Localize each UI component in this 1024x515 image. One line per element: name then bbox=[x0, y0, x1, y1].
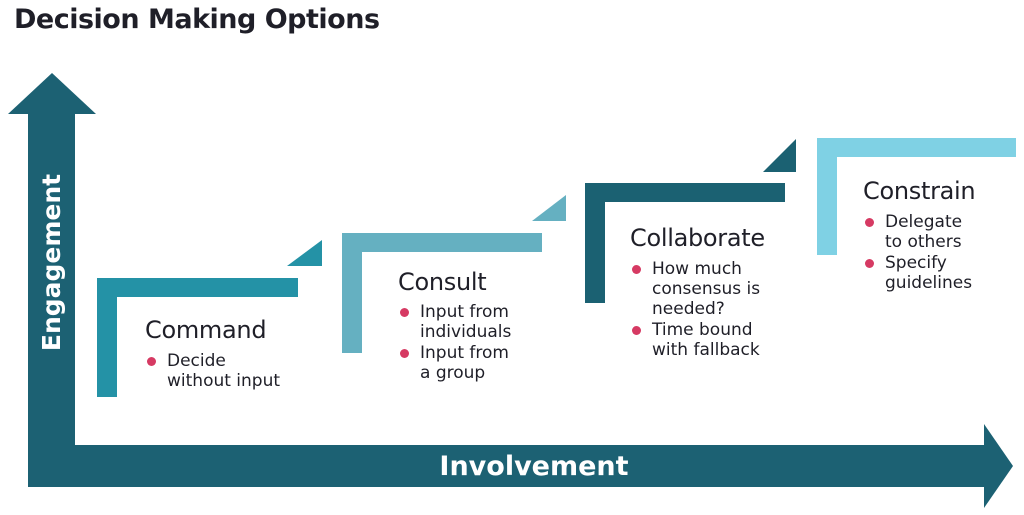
bullet-dot-icon bbox=[865, 218, 874, 227]
step-consult-bullets: Input from individuals Input from a grou… bbox=[398, 302, 522, 384]
bullet-item: Time bound with fallback bbox=[630, 320, 782, 360]
bullet-item: How much consensus is needed? bbox=[630, 259, 782, 319]
bullet-text: Time bound with fallback bbox=[652, 320, 760, 360]
bullet-item: Decide without input bbox=[145, 351, 287, 391]
bullet-text: Decide without input bbox=[167, 351, 281, 391]
step-command-title: Command bbox=[145, 316, 267, 344]
step-command-top-bar bbox=[97, 278, 298, 297]
bullet-item: Specify guidelines bbox=[863, 253, 983, 293]
step-constrain-top-bar bbox=[817, 138, 1016, 157]
x-axis-arrowhead-icon bbox=[984, 424, 1013, 508]
step-collaborate-corner-triangle-icon bbox=[763, 139, 796, 172]
step-collaborate-bullets: How much consensus is needed? Time bound… bbox=[630, 259, 782, 361]
x-axis-label: Involvement bbox=[439, 450, 629, 482]
bullet-item: Input from individuals bbox=[398, 302, 522, 342]
bullet-dot-icon bbox=[632, 326, 641, 335]
y-axis-stem bbox=[28, 112, 75, 487]
bullet-item: Delegate to others bbox=[863, 212, 983, 252]
bullet-dot-icon bbox=[865, 259, 874, 268]
step-consult-top-bar bbox=[342, 233, 542, 252]
bullet-text: Input from individuals bbox=[420, 302, 512, 342]
bullet-text: Specify guidelines bbox=[885, 253, 973, 293]
step-consult-title: Consult bbox=[398, 268, 487, 296]
step-consult-corner-triangle-icon bbox=[532, 195, 566, 221]
x-axis-bar: Involvement bbox=[28, 445, 985, 487]
bullet-dot-icon bbox=[147, 357, 156, 366]
step-command-side-bar bbox=[97, 278, 117, 397]
bullet-text: Delegate to others bbox=[885, 212, 963, 252]
bullet-dot-icon bbox=[632, 265, 641, 274]
bullet-item: Input from a group bbox=[398, 343, 522, 383]
bullet-text: Input from a group bbox=[420, 343, 509, 383]
bullet-text: How much consensus is needed? bbox=[652, 259, 761, 319]
step-collaborate-side-bar bbox=[585, 183, 605, 303]
step-collaborate-top-bar bbox=[585, 183, 785, 202]
step-collaborate-title: Collaborate bbox=[630, 224, 765, 252]
step-constrain-side-bar bbox=[817, 138, 837, 255]
step-command-bullets: Decide without input bbox=[145, 351, 287, 392]
step-constrain-title: Constrain bbox=[863, 177, 976, 205]
bullet-dot-icon bbox=[400, 349, 409, 358]
bullet-dot-icon bbox=[400, 308, 409, 317]
step-consult-side-bar bbox=[342, 233, 362, 353]
step-command-corner-triangle-icon bbox=[287, 240, 322, 266]
y-axis-arrowhead-icon bbox=[8, 73, 96, 114]
step-constrain-bullets: Delegate to others Specify guidelines bbox=[863, 212, 983, 294]
page-title: Decision Making Options bbox=[14, 4, 380, 35]
